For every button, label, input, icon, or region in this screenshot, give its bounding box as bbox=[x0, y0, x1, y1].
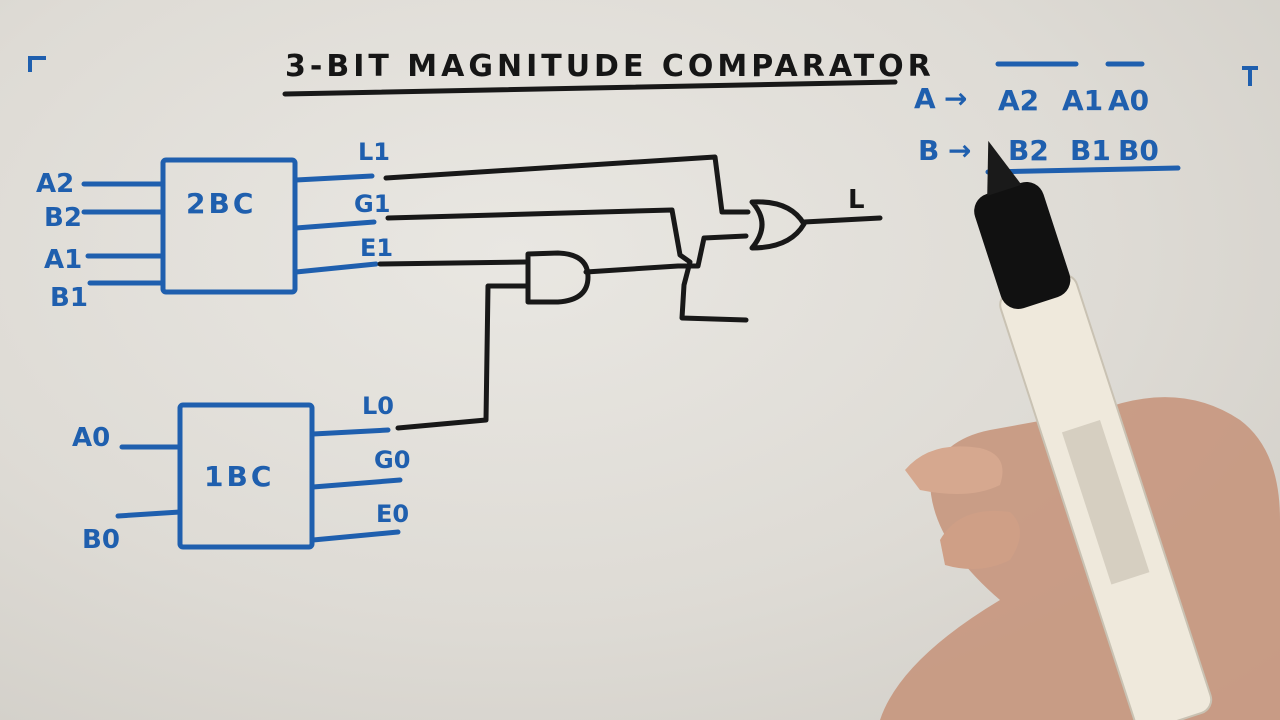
output-label-l: L bbox=[848, 185, 865, 215]
output-wire-g1 bbox=[293, 219, 377, 231]
wire-g1 bbox=[385, 207, 749, 323]
hand-with-marker bbox=[880, 140, 1280, 720]
note-b1: B1 bbox=[1070, 134, 1111, 167]
comparator-1bc-label: 1BC bbox=[204, 460, 274, 493]
note-b-prefix: B bbox=[918, 134, 939, 167]
output-wire-e0 bbox=[310, 529, 401, 543]
input-label-a1: A1 bbox=[44, 245, 82, 275]
input-label-a0: A0 bbox=[72, 423, 110, 453]
page-title: 3-BIT MAGNITUDE COMPARATOR bbox=[285, 49, 935, 84]
wire-l1-to-or bbox=[383, 154, 751, 215]
and-gate bbox=[525, 250, 591, 305]
input-wire-b0 bbox=[115, 509, 183, 519]
note-a2: A2 bbox=[998, 84, 1039, 117]
output-label-l0: L0 bbox=[362, 392, 394, 420]
output-label-l1: L1 bbox=[358, 138, 390, 166]
note-a-prefix: A bbox=[914, 82, 936, 115]
or-gate bbox=[749, 199, 807, 251]
comparator-2bc-block bbox=[160, 157, 298, 295]
output-label-e1: E1 bbox=[360, 234, 393, 262]
wire-e1-to-and bbox=[377, 259, 528, 267]
output-wire-l0 bbox=[310, 427, 391, 437]
comparator-2bc-label: 2BC bbox=[186, 187, 256, 220]
output-label-g1: G1 bbox=[354, 190, 390, 218]
note-b-arrow: → bbox=[948, 134, 971, 167]
note-a1: A1 bbox=[1062, 84, 1103, 117]
note-b2: B2 bbox=[1008, 134, 1049, 167]
corner-mark-left bbox=[28, 56, 46, 72]
wire-or-output bbox=[801, 215, 883, 225]
comparator-1bc-block bbox=[177, 402, 315, 550]
input-label-b2: B2 bbox=[44, 203, 82, 233]
corner-mark-right bbox=[1242, 66, 1258, 86]
input-label-b0: B0 bbox=[82, 525, 120, 555]
title-underline bbox=[282, 79, 898, 97]
output-wire-e1 bbox=[293, 261, 379, 275]
output-wire-l1 bbox=[293, 173, 375, 183]
input-label-a2: A2 bbox=[36, 169, 74, 199]
note-a-arrow: → bbox=[944, 82, 967, 115]
note-b0: B0 bbox=[1118, 134, 1159, 167]
output-label-e0: E0 bbox=[376, 500, 409, 528]
input-label-b1: B1 bbox=[50, 283, 88, 313]
output-label-g0: G0 bbox=[374, 446, 410, 474]
note-a0: A0 bbox=[1108, 84, 1149, 117]
output-wire-g0 bbox=[310, 477, 403, 490]
wire-l0-to-and bbox=[395, 283, 529, 431]
note-underline bbox=[985, 165, 1181, 175]
wire-and-to-or bbox=[583, 233, 749, 275]
